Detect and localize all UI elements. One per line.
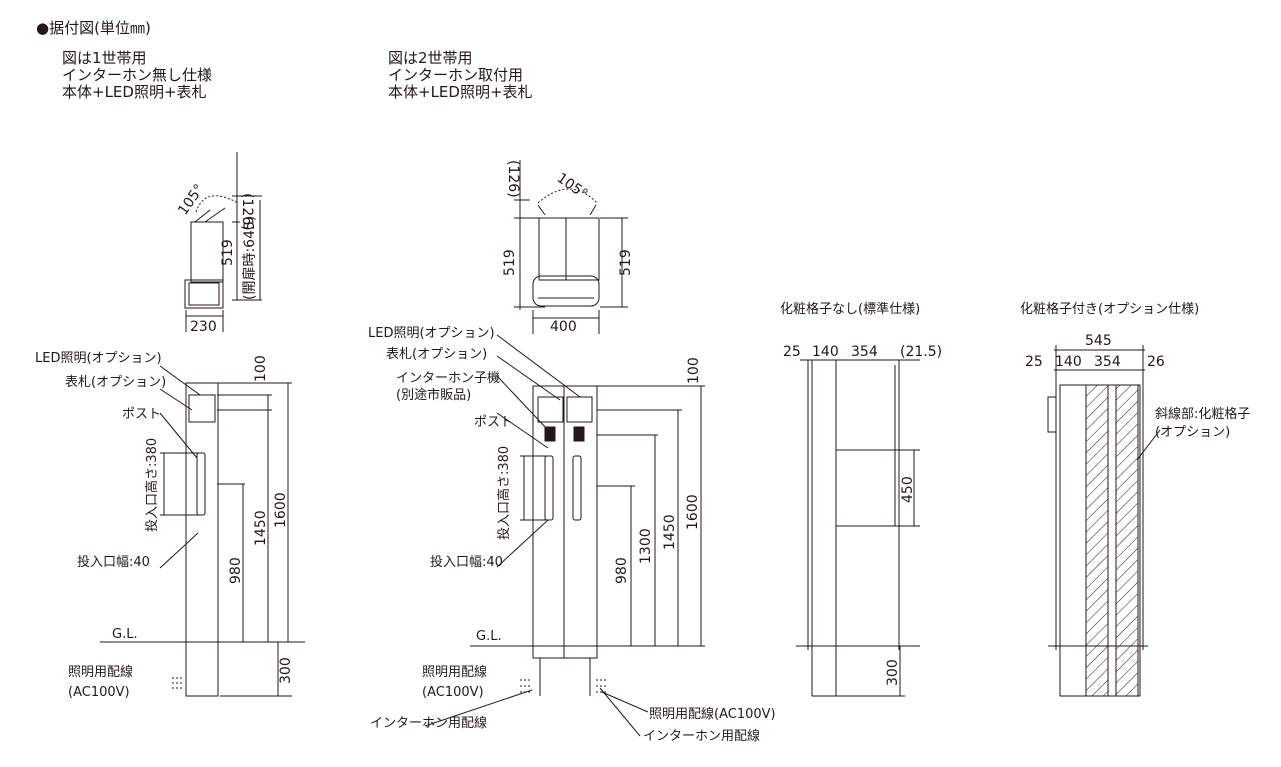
dim-1450-a: 1450 [253,510,269,546]
front-view-single [100,365,305,697]
side-std-dim-354: 354 [851,344,878,360]
open-depth-dim-a: (開扉時:645) [242,216,258,300]
depth-dim-a: 519 [220,239,236,266]
side-opt-total: 545 [1085,333,1112,349]
caption-line: インターホン無し仕様 [62,66,213,84]
variant-b-caption: 図は2世帯用インターホン取付用本体+LED照明+表札 [388,50,533,101]
slot-height-a: 投入口高さ:380 [144,438,160,532]
led-label-a: LED照明(オプション) [35,351,162,366]
door-dim-b: (126) [505,160,521,198]
side-opt-dim-26: 26 [1147,354,1165,370]
led-label-b: LED照明(オプション) [368,326,495,341]
dim-980-a: 980 [228,557,244,584]
dim-1600-b: 1600 [685,494,701,530]
intercom-label-b: インターホン子機 [396,371,500,386]
dim-1600-a: 1600 [273,492,289,528]
labels: 105° (126) 519 (開扉時:645) 230 105° (126) … [35,160,1250,744]
width-dim-a: 230 [190,319,217,335]
dim-100-b: 100 [686,357,702,384]
light-wiring-b: 照明用配線(AC100V) [649,706,776,722]
slot-height-b: 投入口高さ:380 [496,446,512,540]
side-opt-note: 斜線部:化粧格子 [1155,406,1250,422]
side-std-dim-25: 25 [783,344,801,360]
caption-line: 図は2世帯用 [388,49,473,67]
post-label-a: ポスト [122,407,161,422]
side-std-title: 化粧格子なし(標準仕様) [780,301,920,317]
plan-view-double [514,160,628,334]
nameplate-label-a: 表札(オプション) [65,375,166,390]
gl-label-b: G.L. [476,629,502,644]
front-view-double [424,334,705,737]
side-std-dim-300: 300 [885,659,901,686]
side-opt-title: 化粧格子付き(オプション仕様) [1020,301,1199,317]
side-std-dim-21-5: (21.5) [900,344,942,360]
angle-label-b: 105° [554,170,591,202]
door-dim-a: (126) [239,193,255,231]
side-view-option [1047,345,1161,697]
caption-line: インターホン取付用 [388,66,524,84]
caption-line: 本体+LED照明+表札 [388,83,533,101]
side-view-standard [796,359,920,697]
dim-980-b: 980 [614,557,630,584]
intercom-wiring-b2: インターホン用配線 [643,728,760,744]
side-opt-dim-25: 25 [1025,354,1043,370]
width-dim-b: 400 [550,319,577,335]
wiring-label-a: 照明用配線 [68,664,133,680]
depth-dim-b-left: 519 [502,249,518,276]
caption-line: 図は1世帯用 [62,49,147,67]
side-std-dim-140: 140 [812,344,839,360]
plan-view-single [184,152,262,332]
intercom-note-b: (別途市販品) [396,387,471,403]
nameplate-label-b: 表札(オプション) [386,347,487,362]
side-opt-dim-354: 354 [1094,354,1121,370]
caption-line: 本体+LED照明+表札 [62,83,207,101]
gl-label-a: G.L. [112,627,138,642]
side-opt-dim-140: 140 [1055,354,1082,370]
post-label-b: ポスト [474,415,513,430]
dim-300-a: 300 [278,657,294,684]
wiring-volt-a: (AC100V) [68,685,130,700]
dim-100-a: 100 [253,355,269,382]
slot-width-a: 投入口幅:40 [77,554,150,570]
slot-width-b: 投入口幅:40 [430,554,503,570]
dim-1300-b: 1300 [638,528,654,564]
wiring-label-b: 照明用配線 [422,664,487,680]
intercom-wiring-b: インターホン用配線 [370,715,487,731]
side-opt-note-sub: (オプション) [1155,425,1230,440]
page-title: ●据付図(単位㎜) [36,19,151,37]
side-std-dim-450: 450 [900,476,916,503]
depth-dim-b-right: 519 [618,249,634,276]
dim-1450-b: 1450 [662,514,678,550]
wiring-volt-b: (AC100V) [422,685,484,700]
variant-a-caption: 図は1世帯用インターホン無し仕様本体+LED照明+表札 [62,50,212,101]
